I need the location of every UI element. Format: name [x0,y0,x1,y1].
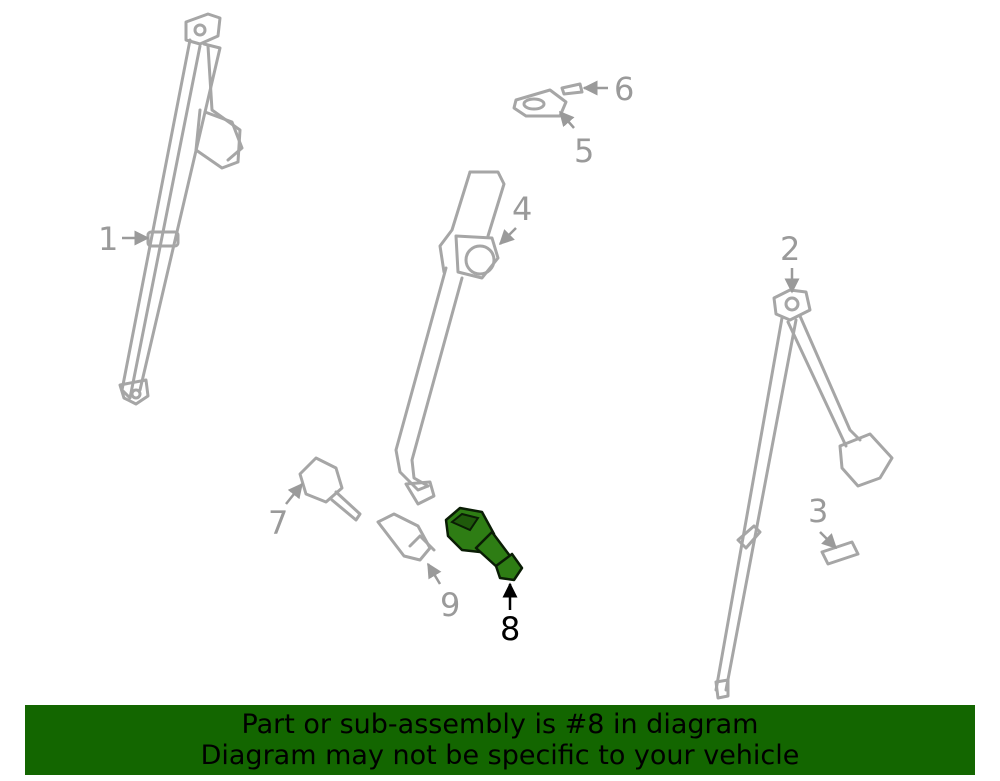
callout-5[interactable]: 5 [574,132,594,170]
part-4-seat-belt-assembly[interactable] [394,170,506,506]
part-7-buckle[interactable] [298,456,362,522]
part-1-seat-belt-assembly[interactable] [118,12,244,406]
banner-line-2: Diagram may not be specific to your vehi… [200,740,800,771]
part-2-seat-belt-assembly[interactable] [714,288,894,700]
callout-9[interactable]: 9 [440,586,460,624]
callout-1[interactable]: 1 [98,220,118,258]
part-6-clip[interactable] [560,82,584,96]
part-3-anchor[interactable] [820,540,860,566]
part-9-buckle[interactable] [376,512,436,562]
leader-9 [426,562,442,585]
part-5-bracket[interactable] [512,88,568,118]
parts-diagram: 1 2 3 4 5 6 7 8 9 [98,12,894,700]
callout-4[interactable]: 4 [512,190,532,228]
info-banner: Part or sub-assembly is #8 in diagram Di… [25,705,975,775]
leader-3 [819,531,838,550]
leader-4 [498,227,517,246]
banner-line-1: Part or sub-assembly is #8 in diagram [241,709,759,740]
part-8-buckle-highlighted[interactable] [444,506,524,582]
callout-8[interactable]: 8 [500,610,520,648]
callout-3[interactable]: 3 [808,492,828,530]
callout-2[interactable]: 2 [780,230,800,268]
leader-5 [559,110,575,129]
leader-7 [285,482,303,505]
callout-6[interactable]: 6 [614,70,634,108]
callout-7[interactable]: 7 [268,504,288,542]
